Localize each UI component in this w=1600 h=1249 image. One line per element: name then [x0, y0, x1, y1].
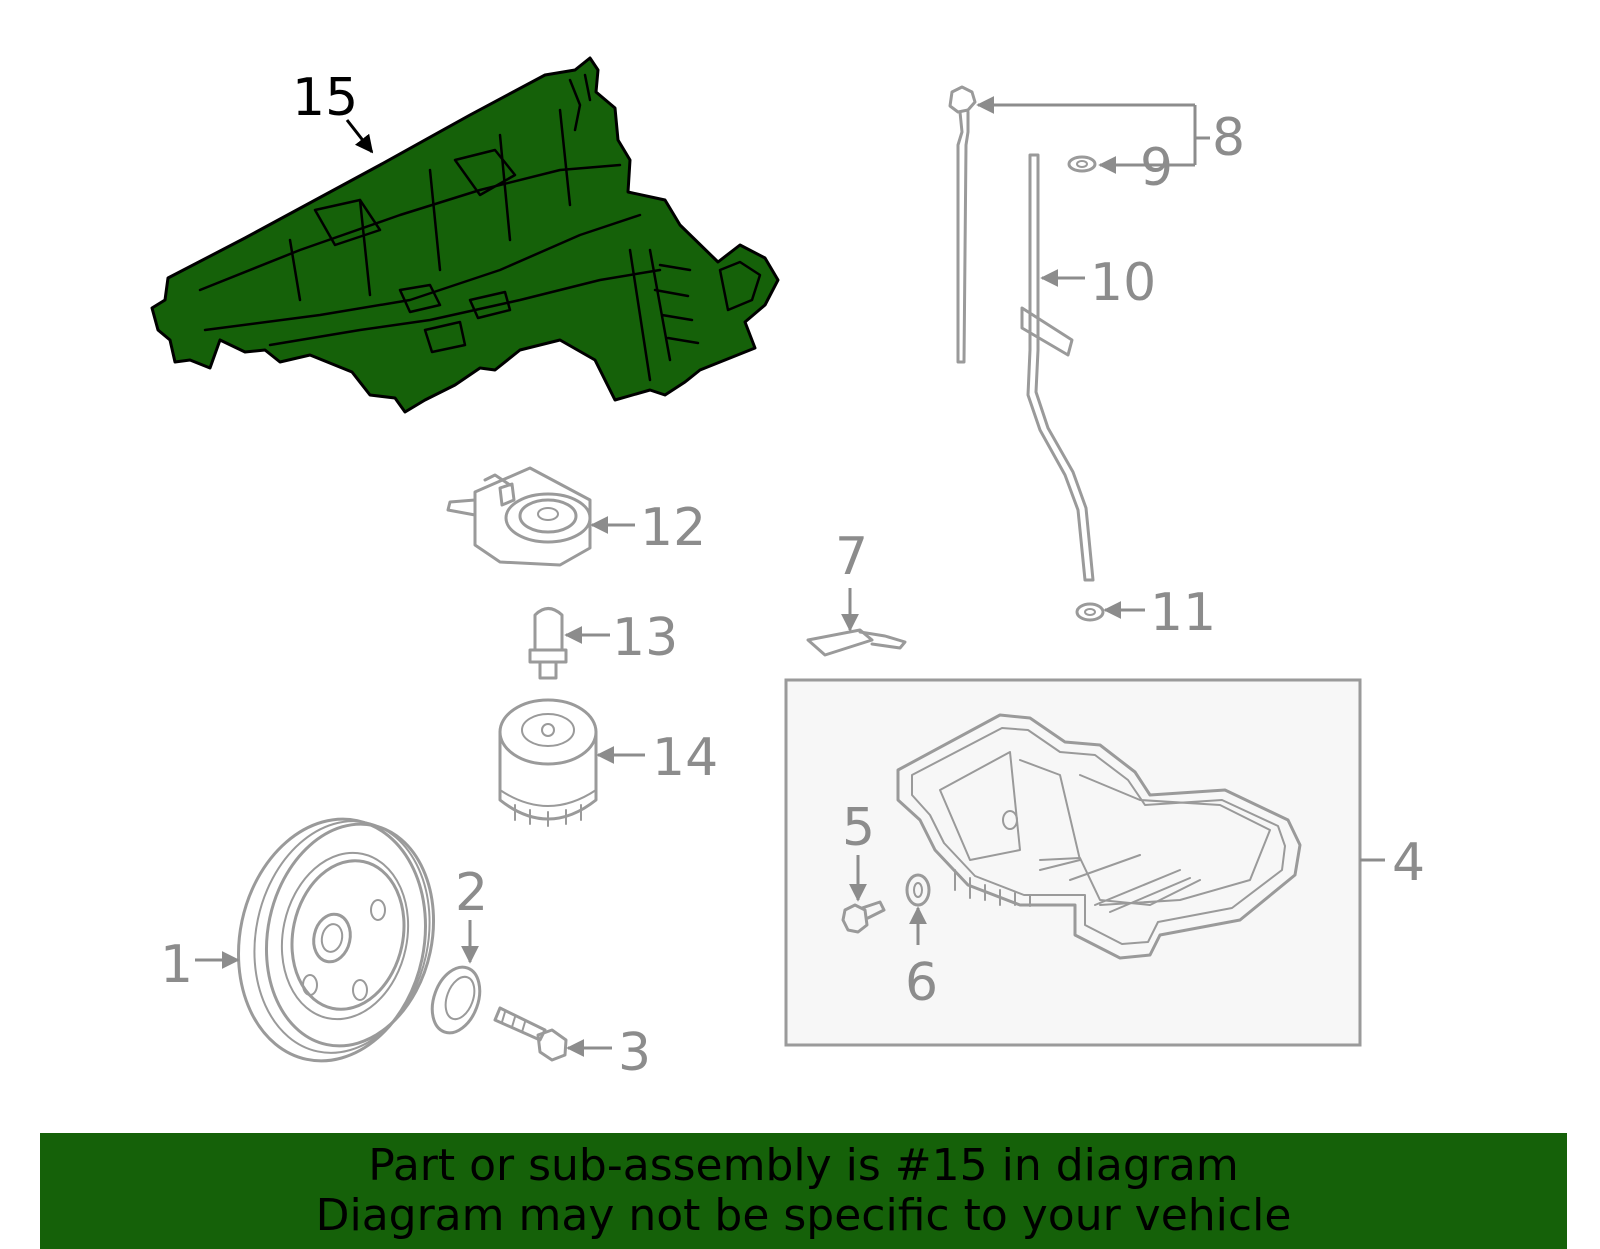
callout-1[interactable]: 1	[160, 935, 193, 995]
callout-7[interactable]: 7	[835, 527, 868, 587]
part-7-sealant[interactable]	[806, 628, 907, 657]
part-1-crankshaft-pulley[interactable]	[217, 802, 454, 1079]
callout-3[interactable]: 3	[618, 1023, 651, 1083]
part-5-drain-plug[interactable]	[841, 900, 886, 934]
callout-6[interactable]: 6	[905, 953, 938, 1013]
callout-8-bracket	[1193, 105, 1210, 165]
part-8-dipstick[interactable]	[948, 85, 977, 364]
callout-15[interactable]: 15	[292, 68, 358, 128]
callout-9[interactable]: 9	[1140, 138, 1173, 198]
part-11-oring[interactable]	[1075, 602, 1105, 622]
banner-line-2: Diagram may not be specific to your vehi…	[315, 1190, 1292, 1241]
callout-5[interactable]: 5	[842, 798, 875, 858]
callout-14[interactable]: 14	[652, 728, 718, 788]
part-15-highlighted-assembly[interactable]	[150, 56, 780, 414]
callout-4[interactable]: 4	[1392, 833, 1425, 893]
part-6-washer[interactable]	[905, 873, 931, 907]
callout-12[interactable]: 12	[640, 498, 706, 558]
banner-line-1: Part or sub-assembly is #15 in diagram	[368, 1140, 1239, 1191]
part-12-oil-cooler[interactable]	[446, 466, 592, 567]
callout-15-leader	[345, 119, 374, 154]
part-14-oil-filter[interactable]	[498, 698, 598, 827]
callout-8[interactable]: 8	[1212, 108, 1245, 168]
callout-2[interactable]: 2	[455, 863, 488, 923]
part-4-oil-pan[interactable]	[896, 713, 1302, 960]
part-2-seal[interactable]	[424, 961, 489, 1040]
part-9-seal[interactable]	[1067, 155, 1097, 173]
callout-11[interactable]: 11	[1150, 583, 1216, 643]
part-3-bolt[interactable]	[493, 1006, 568, 1062]
part-13-sensor[interactable]	[528, 607, 568, 680]
callout-13[interactable]: 13	[612, 608, 678, 668]
part-10-tube[interactable]	[1020, 153, 1095, 582]
callout-10[interactable]: 10	[1090, 253, 1156, 313]
info-banner: Part or sub-assembly is #15 in diagram D…	[40, 1133, 1567, 1249]
parts-diagram: 15 8 9 10 12 7 11	[150, 56, 1425, 1083]
